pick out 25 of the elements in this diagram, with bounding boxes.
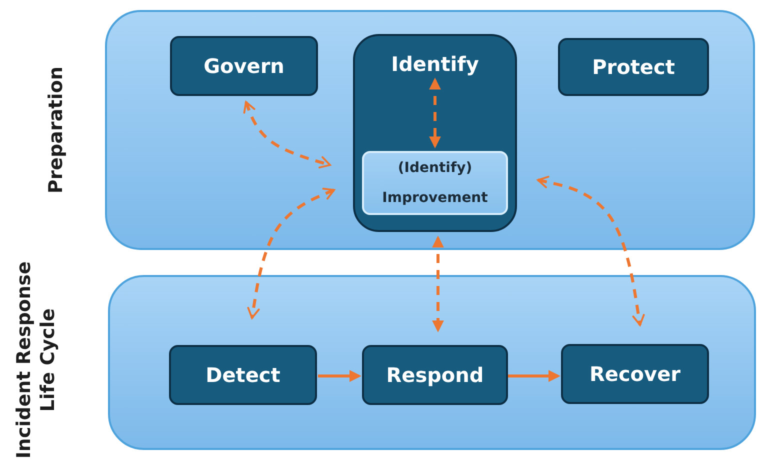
side-heading: Preparation (44, 66, 68, 196)
box-label: Protect (592, 55, 675, 79)
improvement-box (362, 151, 508, 215)
process-box (353, 34, 517, 232)
box-label: Govern (204, 54, 284, 78)
lifecycle-panel (108, 275, 756, 450)
arrow (537, 176, 645, 326)
preparation-panel (105, 10, 755, 250)
box-label: Detect (206, 363, 280, 387)
box-label: Identify (391, 52, 479, 76)
process-box (561, 344, 709, 404)
arrow (247, 188, 335, 319)
process-box (170, 36, 318, 96)
arrow (429, 78, 441, 148)
box-label: Respond (386, 363, 484, 387)
box-label: Recover (589, 362, 681, 386)
arrow (432, 236, 444, 332)
box-label: (Identify) Improvement (381, 159, 489, 208)
arrow (508, 370, 560, 382)
arrow (318, 370, 362, 382)
process-box (169, 345, 317, 405)
process-box (362, 345, 508, 405)
arrow (243, 101, 331, 168)
side-heading: Incident Response Life Cycle (12, 260, 60, 461)
process-box (558, 38, 709, 96)
